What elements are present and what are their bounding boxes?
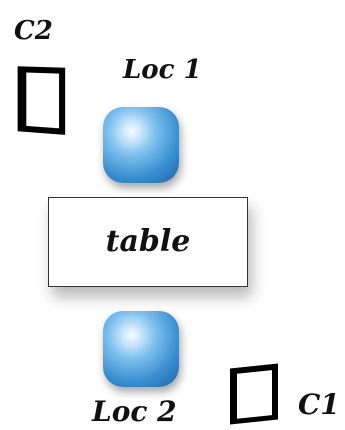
corner-c2-marker bbox=[17, 66, 66, 135]
table-label: table bbox=[105, 224, 191, 259]
corner-c1-marker bbox=[230, 363, 278, 425]
location-2-label: Loc 2 bbox=[92, 395, 177, 428]
table-box: table bbox=[48, 197, 248, 287]
corner-c1-label: C1 bbox=[298, 388, 340, 421]
location-2-object bbox=[103, 311, 179, 387]
location-1-label: Loc 1 bbox=[123, 55, 202, 85]
location-1-object bbox=[103, 107, 179, 183]
corner-c2-label: C2 bbox=[14, 16, 53, 46]
